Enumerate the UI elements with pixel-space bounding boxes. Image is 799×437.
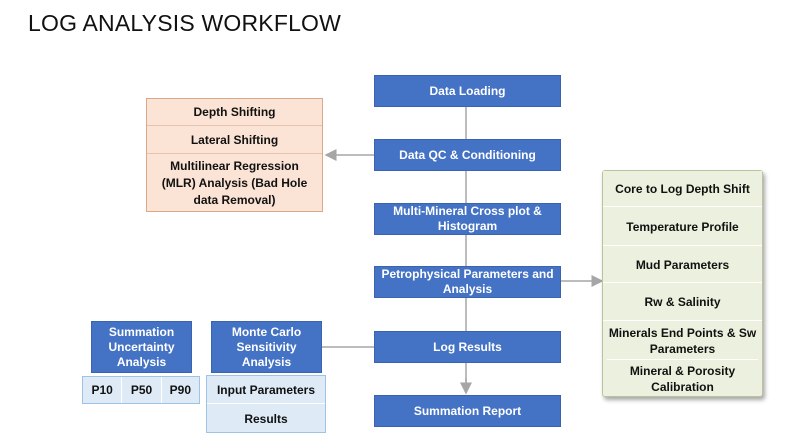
qc-steps-group: Depth Shifting Lateral Shifting Multilin… bbox=[146, 98, 323, 212]
rw-salinity-box: Rw & Salinity bbox=[603, 284, 762, 321]
log-results-box: Log Results bbox=[374, 331, 561, 363]
cross-plot-box: Multi-Mineral Cross plot & Histogram bbox=[374, 203, 561, 235]
summation-uncertainty-box: Summation Uncertainty Analysis bbox=[91, 321, 192, 373]
data-qc-box: Data QC & Conditioning bbox=[374, 139, 561, 171]
mineral-porosity-box: Mineral & Porosity Calibration bbox=[613, 361, 752, 396]
parameter-inputs-group: Core to Log Depth Shift Temperature Prof… bbox=[602, 170, 763, 397]
lateral-shifting-box: Lateral Shifting bbox=[147, 127, 322, 154]
data-loading-box: Data Loading bbox=[374, 75, 561, 107]
p90-cell: P90 bbox=[161, 377, 199, 403]
temperature-profile-box: Temperature Profile bbox=[603, 208, 762, 246]
p50-cell: P50 bbox=[122, 377, 162, 403]
monte-carlo-items-group: Input Parameters Results bbox=[206, 375, 326, 433]
mlr-analysis-box: Multilinear Regression (MLR) Analysis (B… bbox=[155, 155, 314, 211]
input-parameters-box: Input Parameters bbox=[207, 376, 325, 404]
depth-shifting-box: Depth Shifting bbox=[147, 99, 322, 126]
summation-report-box: Summation Report bbox=[374, 395, 561, 427]
results-box: Results bbox=[207, 405, 325, 432]
percentiles-group: P10 P50 P90 bbox=[82, 376, 200, 404]
monte-carlo-box: Monte Carlo Sensitivity Analysis bbox=[211, 321, 322, 373]
core-depth-shift-box: Core to Log Depth Shift bbox=[603, 171, 762, 207]
petrophysical-box: Petrophysical Parameters and Analysis bbox=[374, 266, 561, 298]
mud-parameters-box: Mud Parameters bbox=[603, 247, 762, 283]
page-title: LOG ANALYSIS WORKFLOW bbox=[28, 10, 342, 36]
p10-cell: P10 bbox=[83, 377, 123, 403]
mineral-endpoints-box: Minerals End Points & Sw Parameters bbox=[607, 322, 758, 360]
